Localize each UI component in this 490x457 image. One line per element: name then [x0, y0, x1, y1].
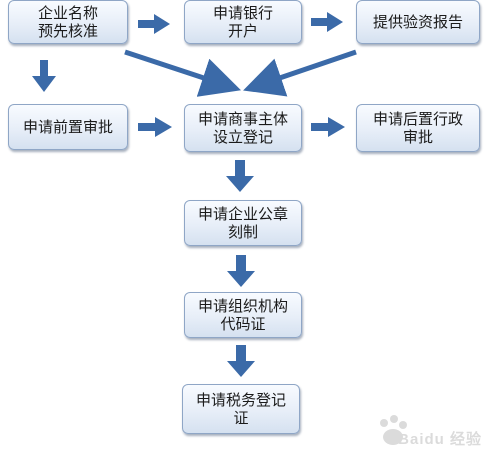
node-pre-approval-label: 申请前置审批 [22, 118, 113, 136]
arrow-seal-to-orgcode [227, 255, 255, 287]
node-tax-registration: 申请税务登记 证 [182, 384, 300, 434]
arrow-preapproval-to-registration [138, 117, 172, 137]
node-registration-label: 申请商事主体 设立登记 [197, 110, 288, 146]
arrow-orgcode-to-tax [227, 345, 255, 377]
node-post-approval: 申请后置行政 审批 [356, 104, 480, 152]
node-seal-engraving: 申请企业公章 刻制 [184, 200, 302, 246]
node-org-code: 申请组织机构 代码证 [184, 292, 302, 338]
arrow-name-to-registration [124, 49, 241, 97]
node-capital-report: 提供验资报告 [356, 0, 480, 44]
node-seal-engraving-label: 申请企业公章 刻制 [197, 205, 288, 241]
arrow-registration-to-seal [226, 160, 254, 192]
paw-logo-icon [380, 415, 407, 445]
node-tax-registration-label: 申请税务登记 证 [195, 391, 286, 427]
baidu-watermark: Baidu 经验 [372, 413, 482, 453]
arrow-bank-to-report [311, 12, 343, 32]
node-bank-account-label: 申请银行 开户 [212, 4, 273, 40]
arrow-name-to-bank [138, 14, 170, 34]
node-pre-approval: 申请前置审批 [8, 104, 128, 150]
node-post-approval-label: 申请后置行政 审批 [372, 110, 463, 146]
arrow-report-to-registration [243, 49, 357, 97]
watermark-text: Baidu 经验 [398, 431, 482, 448]
node-registration: 申请商事主体 设立登记 [184, 104, 302, 152]
node-bank-account: 申请银行 开户 [184, 0, 302, 44]
arrow-registration-to-postapproval [311, 117, 345, 137]
node-org-code-label: 申请组织机构 代码证 [197, 297, 288, 333]
arrow-name-to-preapproval [32, 60, 56, 92]
node-capital-report-label: 提供验资报告 [372, 13, 463, 31]
node-name-approval: 企业名称 预先核准 [8, 0, 128, 44]
node-name-approval-label: 企业名称 预先核准 [37, 4, 98, 40]
